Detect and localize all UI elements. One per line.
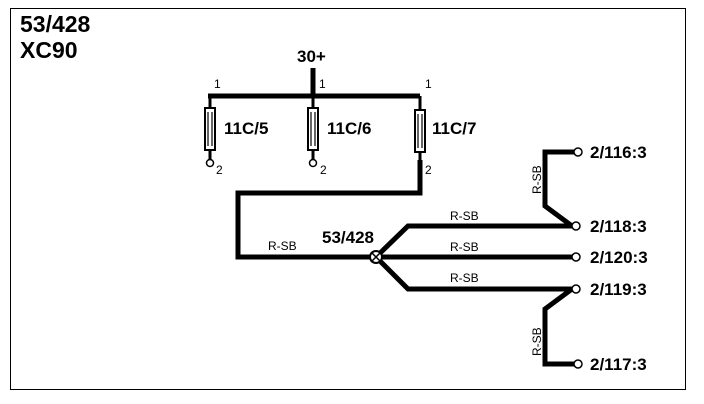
- wire-color-118: R-SB: [450, 209, 479, 223]
- fuse-11c6: 1 2 11C/6: [307, 77, 371, 177]
- connector-label-116: 2/116:3: [590, 143, 647, 162]
- branch-wire-119: [374, 255, 572, 292]
- wire-color-119: R-SB: [450, 271, 479, 285]
- terminal-icon: [205, 158, 215, 168]
- fuse-11c6-label: 11C/6: [327, 119, 371, 138]
- jumper-wire-116: [542, 149, 574, 229]
- wire-color-120: R-SB: [450, 240, 479, 254]
- fuse-11c7: 1 2 11C/7: [414, 77, 476, 177]
- fuse-element: [204, 107, 216, 151]
- fuse-11c6-pin2: 2: [320, 163, 327, 177]
- vehicle-model: XC90: [20, 37, 78, 63]
- terminal-icon: [573, 147, 583, 157]
- fuse-11c5: 1 2 11C/5: [204, 77, 268, 177]
- supply-label: 30+: [297, 47, 326, 66]
- connector-label-118: 2/118:3: [590, 217, 647, 236]
- jumper-wire-117: [542, 286, 574, 367]
- fuse-element: [414, 109, 426, 153]
- fuse-11c7-label: 11C/7: [432, 119, 476, 138]
- fuse-11c6-pin1: 1: [319, 77, 326, 91]
- fuse-11c5-pin1: 1: [214, 77, 221, 91]
- diagram-number: 53/428: [20, 11, 91, 37]
- connector-label-119: 2/119:3: [590, 280, 647, 299]
- wire-color-feed: R-SB: [268, 239, 297, 253]
- fuse-11c7-pin2: 2: [425, 163, 432, 177]
- terminal-icon: [573, 359, 583, 369]
- terminal-icon: [571, 252, 581, 262]
- connector-label-117: 2/117:3: [590, 355, 647, 374]
- wire-color-117: R-SB: [530, 327, 544, 356]
- splice-label: 53/428: [322, 228, 374, 247]
- fuse-11c7-pin1: 1: [425, 77, 432, 91]
- branch-wire-118: [374, 223, 572, 259]
- wire-color-116: R-SB: [530, 165, 544, 194]
- diagram-frame: [10, 8, 686, 390]
- terminal-icon: [571, 221, 581, 231]
- feed-wire: [235, 160, 423, 260]
- terminal-icon: [308, 158, 318, 168]
- fuse-element: [307, 107, 319, 151]
- terminal-icon: [571, 284, 581, 294]
- fuse-11c5-label: 11C/5: [224, 119, 268, 138]
- fuse-11c5-pin2: 2: [216, 163, 223, 177]
- connector-label-120: 2/120:3: [590, 248, 648, 267]
